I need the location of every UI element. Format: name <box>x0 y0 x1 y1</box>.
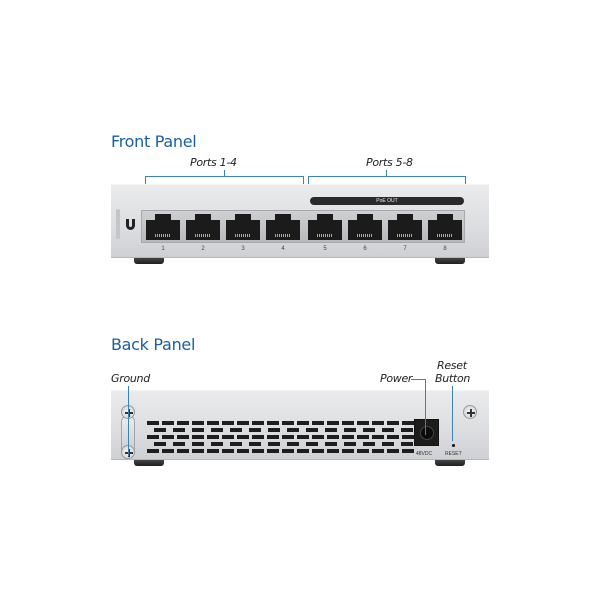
power-port-text: 48VDC <box>416 451 433 457</box>
power-jack[interactable] <box>414 419 439 446</box>
power-label: Power <box>380 372 413 385</box>
bracket-right-stem <box>386 170 387 177</box>
ports-1-4-label: Ports 1-4 <box>190 156 237 169</box>
ubiquiti-logo-icon <box>126 219 135 230</box>
ports-5-8-label: Ports 5-8 <box>366 156 413 169</box>
port-number: 2 <box>201 246 205 252</box>
front-chassis: PoE OUT 1 2 3 4 5 6 7 8 <box>111 184 489 258</box>
ethernet-port-8[interactable] <box>428 212 462 240</box>
side-groove <box>116 209 120 239</box>
ventilation-grille <box>147 421 417 453</box>
port-number: 7 <box>403 246 407 252</box>
ground-label: Ground <box>111 372 150 385</box>
bracket-left-stem <box>224 170 225 177</box>
port-number: 6 <box>363 246 367 252</box>
reset-button[interactable] <box>452 444 455 447</box>
port-number: 8 <box>443 246 447 252</box>
power-callout-bar <box>411 379 425 380</box>
ground-callout-line <box>128 386 129 456</box>
front-panel-title: Front Panel <box>111 132 197 151</box>
poe-out-badge: PoE OUT <box>310 197 464 205</box>
power-jack-socket-icon <box>420 426 434 440</box>
ethernet-port-7[interactable] <box>388 212 422 240</box>
reset-text: RESET <box>445 451 462 457</box>
rubber-foot <box>134 460 164 466</box>
port-number: 4 <box>281 246 285 252</box>
port-number: 5 <box>323 246 327 252</box>
reset-label-line1: Reset <box>437 359 467 372</box>
bracket-right-bar <box>308 176 466 177</box>
port-number: 3 <box>241 246 245 252</box>
ethernet-port-3[interactable] <box>226 212 260 240</box>
rubber-foot <box>435 460 465 466</box>
ethernet-port-1[interactable] <box>146 212 180 240</box>
ethernet-port-2[interactable] <box>186 212 220 240</box>
back-chassis: 48VDC RESET <box>111 390 489 460</box>
port-number: 1 <box>161 246 165 252</box>
bracket-left-bar <box>145 176 304 177</box>
reset-label-line2: Button <box>435 372 471 385</box>
reset-callout-line <box>452 386 453 441</box>
ethernet-port-6[interactable] <box>348 212 382 240</box>
power-callout-line <box>425 379 426 435</box>
rubber-foot <box>134 258 164 264</box>
ethernet-port-4[interactable] <box>266 212 300 240</box>
ethernet-port-5[interactable] <box>308 212 342 240</box>
chassis-screw-icon <box>463 405 477 419</box>
back-panel-title: Back Panel <box>111 335 196 354</box>
rubber-foot <box>435 258 465 264</box>
